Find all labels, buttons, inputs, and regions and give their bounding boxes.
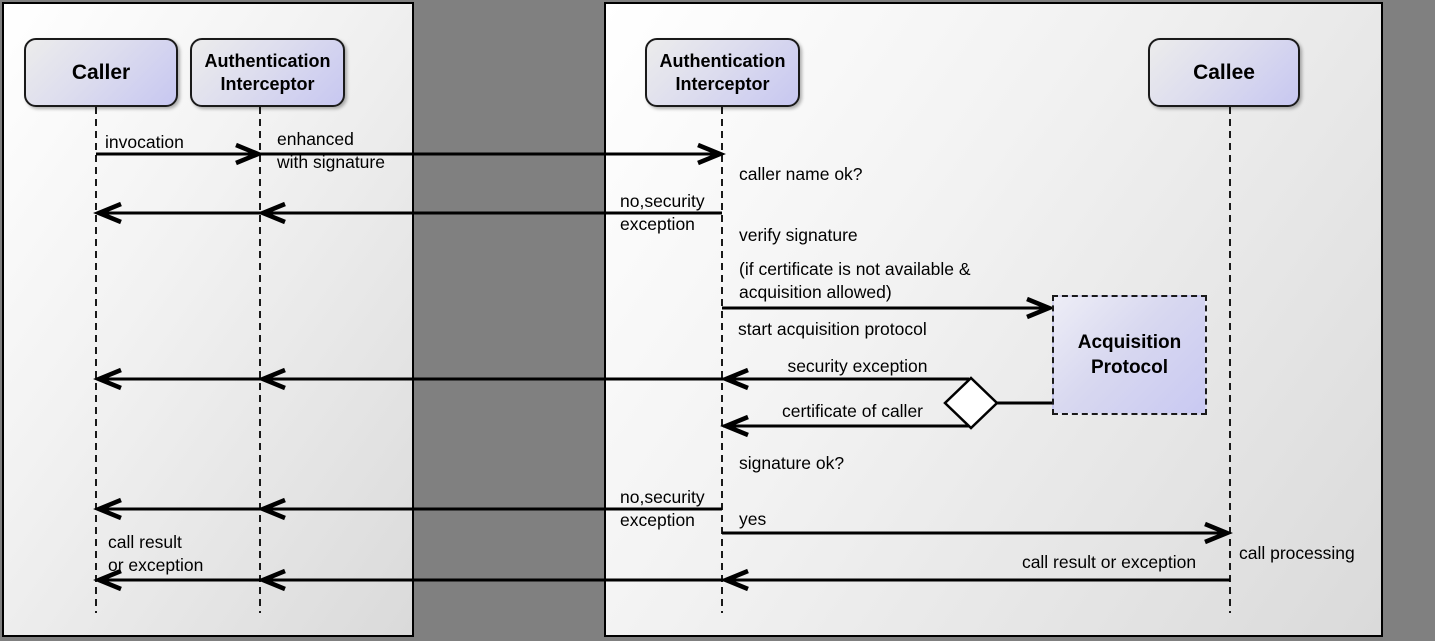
actor-caller: Caller xyxy=(24,38,178,107)
actor-auth-interceptor-right: Authentication Interceptor xyxy=(645,38,800,107)
label-signature-ok: signature ok? xyxy=(739,453,845,473)
label-call-processing: call processing xyxy=(1239,543,1355,563)
panel-callee-side xyxy=(604,2,1383,637)
panel-caller-side xyxy=(2,2,414,637)
label-security-exception: security exception xyxy=(787,356,928,376)
label-call-result-or-exception-left: call result or exception xyxy=(108,532,204,575)
label-certificate-of-caller: certificate of caller xyxy=(781,401,924,421)
label-call-result-or-exception-right: call result or exception xyxy=(1021,552,1197,572)
label-no-security-exception-1: no,security exception xyxy=(620,191,705,234)
label-start-acquisition-protocol: start acquisition protocol xyxy=(738,319,927,339)
label-verify-signature: verify signature xyxy=(739,225,858,245)
label-enhanced-with-signature: enhanced with signature xyxy=(277,129,385,172)
actor-auth-interceptor-left: Authentication Interceptor xyxy=(190,38,345,107)
label-invocation: invocation xyxy=(105,132,184,152)
label-certificate-condition: (if certificate is not available & acqui… xyxy=(739,259,971,302)
label-yes: yes xyxy=(739,509,767,529)
actor-callee: Callee xyxy=(1148,38,1300,107)
label-caller-name-ok: caller name ok? xyxy=(739,164,863,184)
actor-acquisition-protocol: Acquisition Protocol xyxy=(1052,295,1207,415)
label-no-security-exception-2: no,security exception xyxy=(620,487,705,530)
